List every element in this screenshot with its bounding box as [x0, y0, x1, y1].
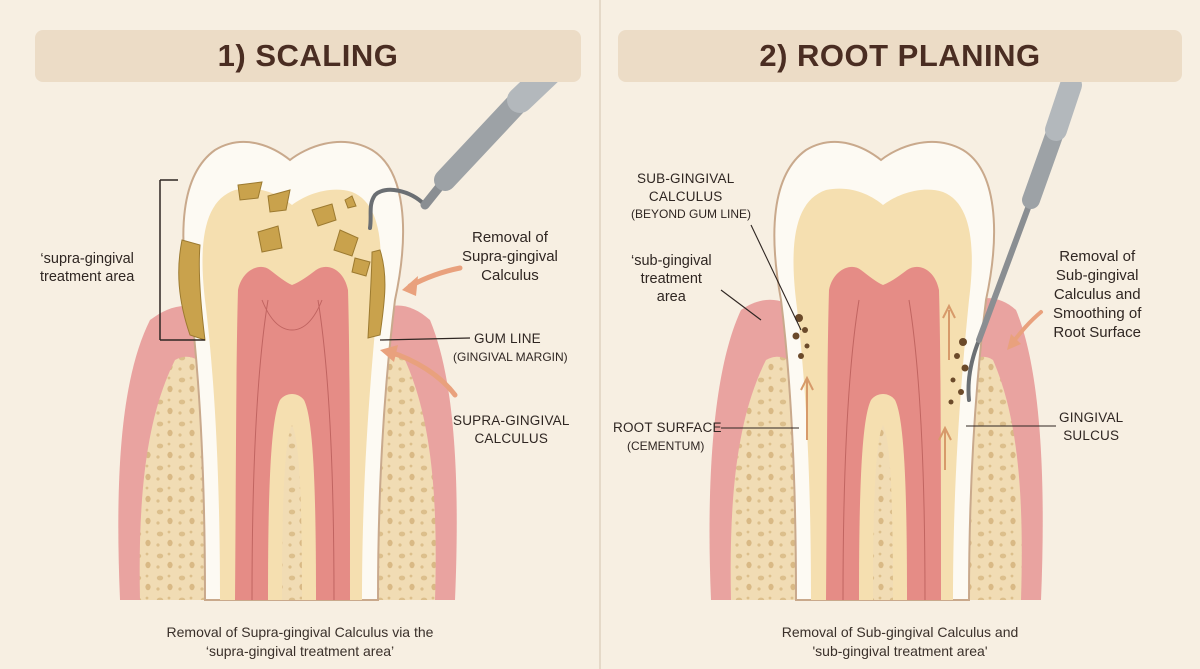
treatment-area-bracket	[159, 179, 205, 341]
supra-gingival-calculus-label: SUPRA-GINGIVAL CALCULUS	[453, 413, 570, 446]
root-planing-treatment-area-label: ‘sub-gingival treatment area	[631, 253, 712, 305]
arrow-icon	[800, 303, 956, 470]
scaling-panel: 1) SCALING ‘supra-gingival treatment are…	[0, 0, 599, 669]
root-planing-title-banner: 2) ROOT PLANING	[618, 30, 1182, 82]
sub-gingival-calculus-label: SUB-GINGIVAL CALCULUS	[637, 171, 735, 204]
arrow-icon	[387, 349, 458, 398]
root-planing-title: 2) ROOT PLANING	[759, 38, 1041, 73]
scaling-removal-label: Removal of Supra-gingival Calculus	[462, 229, 558, 284]
sub-gingival-calculus-deposits	[792, 314, 969, 405]
root-planing-panel: 2) ROOT PLANING SUB-GINGIVAL CALCULUS (B…	[601, 0, 1200, 669]
scaling-caption: Removal of Supra-gingival Calculus via t…	[166, 624, 434, 659]
root-planing-removal-label: Removal of Sub-gingival Calculus and Smo…	[1053, 248, 1142, 341]
root-planing-caption: Removal of Sub-gingival Calculus and 'su…	[781, 624, 1019, 659]
panel-divider	[599, 0, 601, 669]
gum-line-sub-label: (GINGIVAL MARGIN)	[453, 350, 568, 364]
scaling-title-banner: 1) SCALING	[35, 30, 581, 82]
nerve-lines	[842, 299, 926, 601]
root-planing-tooth-illustration	[709, 74, 1082, 601]
root-surface-label: ROOT SURFACE	[613, 420, 722, 435]
scaling-treatment-area-label: ‘supra-gingival treatment area	[40, 251, 135, 285]
alveolar-bone-right	[370, 356, 436, 600]
scaling-title: 1) SCALING	[217, 38, 399, 73]
gingival-sulcus-label: GINGIVAL SULCUS	[1059, 410, 1124, 443]
alveolar-bone-right	[961, 356, 1022, 600]
nerve-lines	[251, 299, 335, 601]
supra-gingival-calculus-deposits	[178, 181, 386, 341]
alveolar-bone-left	[730, 356, 801, 600]
root-surface-sub-label: (CEMENTUM)	[627, 439, 705, 453]
alveolar-bone-left	[139, 356, 210, 600]
curette-instrument-icon	[966, 74, 1082, 402]
sub-gingival-calculus-sub-label: (BEYOND GUM LINE)	[631, 207, 752, 221]
gum-line-label: GUM LINE	[474, 331, 541, 346]
